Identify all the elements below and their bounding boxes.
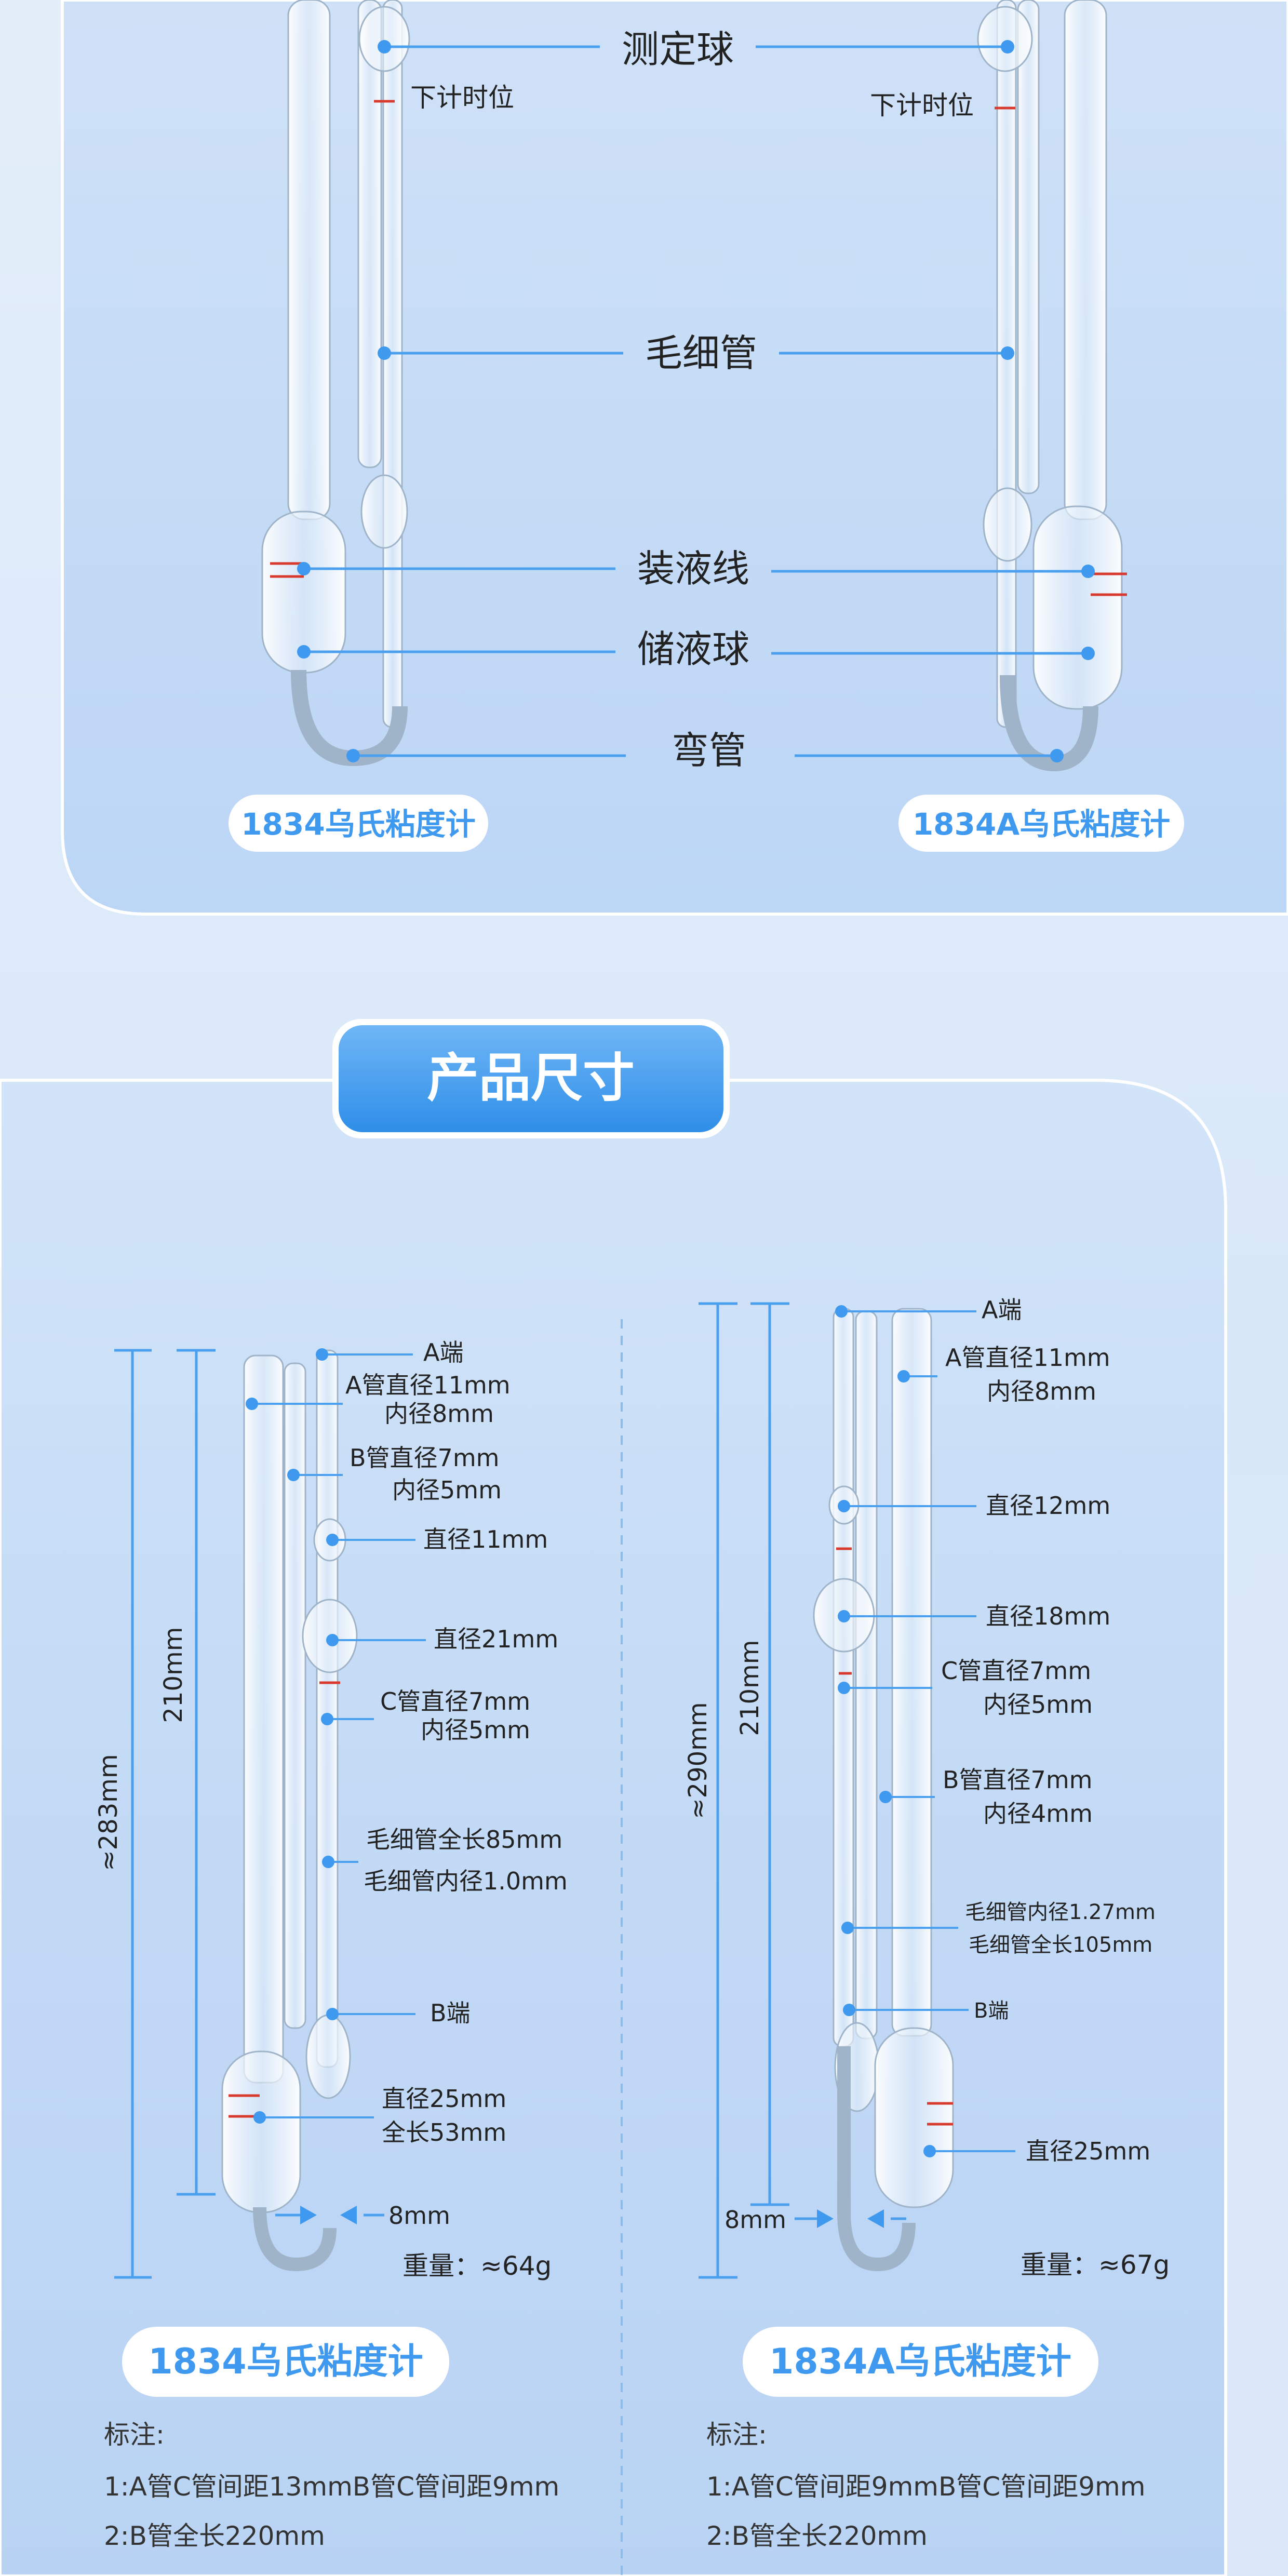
right-a-tube-1: A管直径11mm (945, 1344, 1110, 1372)
right-dia18: 直径18mm (986, 1602, 1110, 1630)
left-gap: 8mm (388, 2202, 450, 2230)
left-leader-lines (246, 1348, 426, 2124)
left-b-tube-1: B管直径7mm (350, 1444, 499, 1472)
right-b-tube-2: 内径4mm (983, 1800, 1093, 1828)
right-weight: 重量：≈67g (1021, 2250, 1170, 2280)
left-c-tube-2: 内径5mm (421, 1716, 530, 1744)
right-labels: A端 A管直径11mm 内径8mm 直径12mm 直径18mm C管直径7mm … (725, 1296, 1170, 2280)
left-cap-id: 毛细管内径1.0mm (364, 1867, 568, 1895)
left-len53: 全长53mm (382, 2118, 506, 2146)
left-model-pill: 1834乌氏粘度计 (122, 2327, 449, 2397)
left-note-1: 1:A管C管间距13mmB管C管间距9mm (104, 2472, 559, 2502)
right-gap-arrows (795, 2209, 906, 2228)
left-dia11: 直径11mm (423, 1525, 548, 1553)
right-cap-len: 毛细管全长105mm (969, 1933, 1152, 1957)
right-notes: 标注: 1:A管C管间距9mmB管C管间距9mm 2:B管全长220mm (706, 2420, 1145, 2551)
left-b-end: B端 (430, 1999, 471, 2027)
left-a-tube-2: 内径8mm (384, 1400, 494, 1428)
left-height-total: ≈283mm (94, 1754, 123, 1871)
left-a-tube-1: A管直径11mm (345, 1371, 511, 1399)
right-cap-id: 毛细管内径1.27mm (965, 1900, 1156, 1924)
right-leader-lines (835, 1305, 1015, 2157)
right-dia25: 直径25mm (1026, 2137, 1150, 2165)
right-note-2: 2:B管全长220mm (706, 2521, 928, 2551)
label-reservoir: 储液球 (637, 627, 749, 671)
top-leader-lines (297, 40, 1095, 762)
right-c-tube-2: 内径5mm (983, 1691, 1093, 1719)
right-note-1: 1:A管C管间距9mmB管C管间距9mm (706, 2472, 1145, 2502)
right-b-end: B端 (974, 1999, 1009, 2023)
right-model-label: 1834A乌氏粘度计 (769, 2341, 1071, 2382)
top-left-viscometer (261, 0, 410, 767)
label-lower-timing-right: 下计时位 (870, 90, 974, 120)
top-right-model-pill: 1834A乌氏粘度计 (898, 795, 1184, 852)
left-dia21: 直径21mm (434, 1625, 558, 1653)
top-labels: 测定球 下计时位 下计时位 毛细管 装液线 储液球 弯管 (410, 28, 974, 772)
label-lower-timing-left: 下计时位 (410, 83, 514, 113)
left-weight: 重量：≈64g (403, 2251, 552, 2281)
right-dia12: 直径12mm (986, 1492, 1110, 1520)
label-bend: 弯管 (672, 729, 746, 772)
right-c-tube-1: C管直径7mm (941, 1657, 1091, 1685)
left-notes-title: 标注: (104, 2420, 165, 2450)
top-left-model-label: 1834乌氏粘度计 (241, 807, 475, 842)
left-notes: 标注: 1:A管C管间距13mmB管C管间距9mm 2:B管全长220mm (104, 2420, 559, 2551)
left-cap-len: 毛细管全长85mm (366, 1826, 562, 1854)
left-b-tube-2: 内径5mm (392, 1476, 502, 1504)
right-dimension-viscometer (813, 1308, 954, 2272)
section-title: 产品尺寸 (427, 1048, 635, 1108)
left-note-2: 2:B管全长220mm (104, 2521, 325, 2551)
right-a-tube-2: 内径8mm (987, 1377, 1096, 1405)
left-c-tube-1: C管直径7mm (380, 1687, 530, 1715)
label-fill-line: 装液线 (637, 547, 749, 591)
left-height-inner: 210mm (159, 1627, 188, 1723)
label-bulb: 测定球 (622, 28, 734, 71)
top-left-model-pill: 1834乌氏粘度计 (229, 795, 488, 852)
left-model-label: 1834乌氏粘度计 (148, 2341, 423, 2382)
top-right-model-label: 1834A乌氏粘度计 (913, 807, 1170, 842)
right-notes-title: 标注: (706, 2420, 767, 2450)
label-capillary: 毛细管 (645, 331, 757, 375)
left-dimension-viscometer (221, 1349, 358, 2272)
right-gap: 8mm (725, 2206, 786, 2234)
top-right-viscometer (977, 0, 1127, 772)
right-dimension-bars (699, 1302, 789, 2279)
right-a-end: A端 (982, 1296, 1022, 1324)
section-title-badge: 产品尺寸 (332, 1019, 730, 1138)
right-model-pill: 1834A乌氏粘度计 (743, 2327, 1098, 2397)
left-dimension-bars (114, 1349, 216, 2279)
left-a-end: A端 (423, 1338, 463, 1366)
left-dia25: 直径25mm (382, 2085, 506, 2113)
left-gap-arrows (275, 2206, 384, 2224)
right-height-inner: 210mm (735, 1640, 764, 1736)
left-labels: A端 A管直径11mm 内径8mm B管直径7mm 内径5mm 直径11mm 直… (345, 1338, 568, 2281)
right-b-tube-1: B管直径7mm (943, 1766, 1092, 1794)
right-height-total: ≈290mm (683, 1702, 713, 1819)
